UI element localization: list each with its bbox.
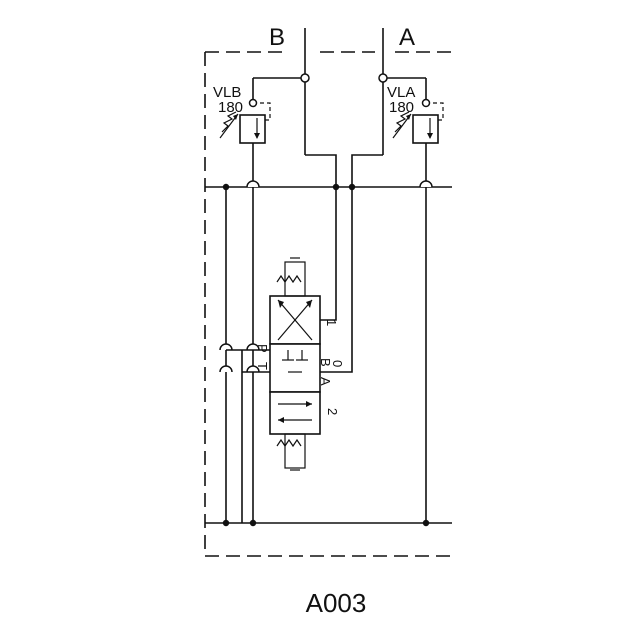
port-b-label: B <box>269 24 285 51</box>
port-nodes <box>248 73 431 108</box>
valve-port-a: A <box>318 377 333 386</box>
valve-port-p: P <box>255 344 270 353</box>
relief-a-setting: 180 <box>389 99 414 116</box>
valve-port-t: T <box>255 362 270 370</box>
valve-position-2: 2 <box>325 408 340 415</box>
valve-position-0: 0 <box>330 360 345 367</box>
relief-valve-a <box>392 102 444 523</box>
crossover-bumps <box>219 180 433 373</box>
main-buses <box>205 186 452 524</box>
work-port-lines <box>305 154 383 373</box>
enclosure-boundary <box>204 51 452 557</box>
directional-valve <box>269 257 321 471</box>
junction-dots <box>222 183 430 527</box>
pt-lines <box>226 349 270 373</box>
relief-a-name: VLA <box>387 84 415 101</box>
relief-b-name: VLB <box>213 84 241 101</box>
diagram-caption: A003 <box>306 588 367 618</box>
relief-valve-b <box>219 102 271 523</box>
valve-position-1: 1 <box>324 319 339 326</box>
valve-port-b: B <box>318 358 333 367</box>
relief-b-setting: 180 <box>218 99 243 116</box>
port-a-label: A <box>399 24 415 51</box>
